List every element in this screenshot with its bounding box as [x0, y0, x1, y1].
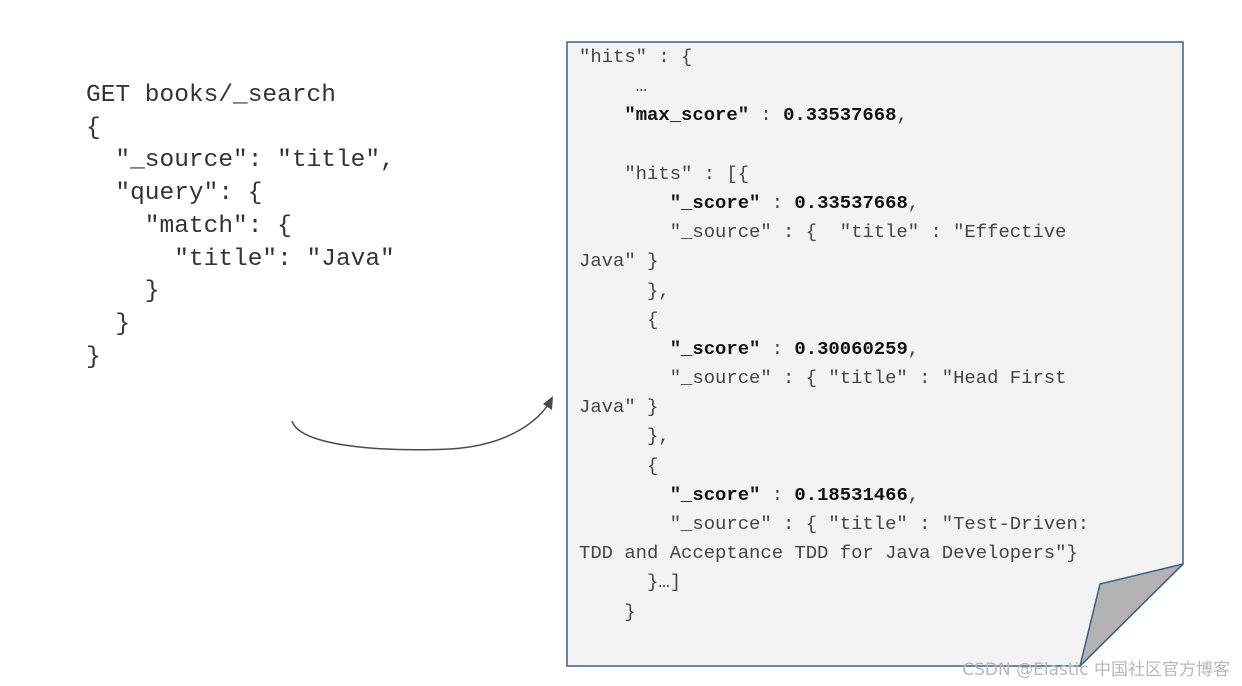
code-line: }…]	[579, 571, 682, 594]
code-line: {	[579, 454, 659, 477]
code-line: },	[579, 279, 670, 302]
code-line: …	[579, 75, 648, 98]
code-line: }	[86, 278, 160, 306]
watermark: CSDN @Elastic 中国社区官方博客	[962, 660, 1230, 680]
code-line: GET books/_search	[86, 82, 336, 109]
code-line: "_source" : { "title" : "Head First	[579, 367, 1067, 390]
page-curl	[1079, 563, 1184, 667]
code-line: Java" }	[579, 250, 659, 273]
code-line: "_score" : 0.30060259,	[669, 337, 920, 360]
code-line: "_score" : 0.33537668,	[669, 191, 920, 214]
search-request-code: GET books/_search { "_source": "title", …	[86, 80, 395, 374]
code-line: "_score" : 0.18531466,	[669, 483, 920, 506]
code-line: "title": "Java"	[86, 245, 395, 273]
code-line: Java" }	[579, 396, 659, 419]
code-line: TDD and Acceptance TDD for Java Develope…	[579, 542, 1078, 565]
search-response-code: "hits" : { … "max_score" : 0.33537668, "…	[579, 43, 1089, 627]
flow-arrow-curve	[291, 401, 551, 451]
code-line: "hits" : [{	[579, 162, 750, 185]
code-line: "_source": "title",	[86, 147, 395, 175]
code-line: {	[579, 308, 659, 331]
code-line: "hits" : {	[579, 46, 693, 68]
code-line	[579, 131, 1089, 160]
code-line: "max_score" : 0.33537668,	[624, 104, 908, 127]
code-line: "_source" : { "title" : "Effective	[579, 221, 1067, 244]
flow-arrowhead	[543, 396, 553, 410]
code-line: "query": {	[86, 180, 263, 208]
code-line: }	[86, 343, 101, 371]
code-line: "_source" : { "title" : "Test-Driven:	[579, 513, 1090, 535]
code-line: }	[86, 310, 131, 338]
code-line: "match": {	[86, 212, 292, 240]
code-line: {	[86, 114, 101, 142]
code-line: },	[579, 425, 670, 448]
code-line: }	[579, 600, 636, 623]
